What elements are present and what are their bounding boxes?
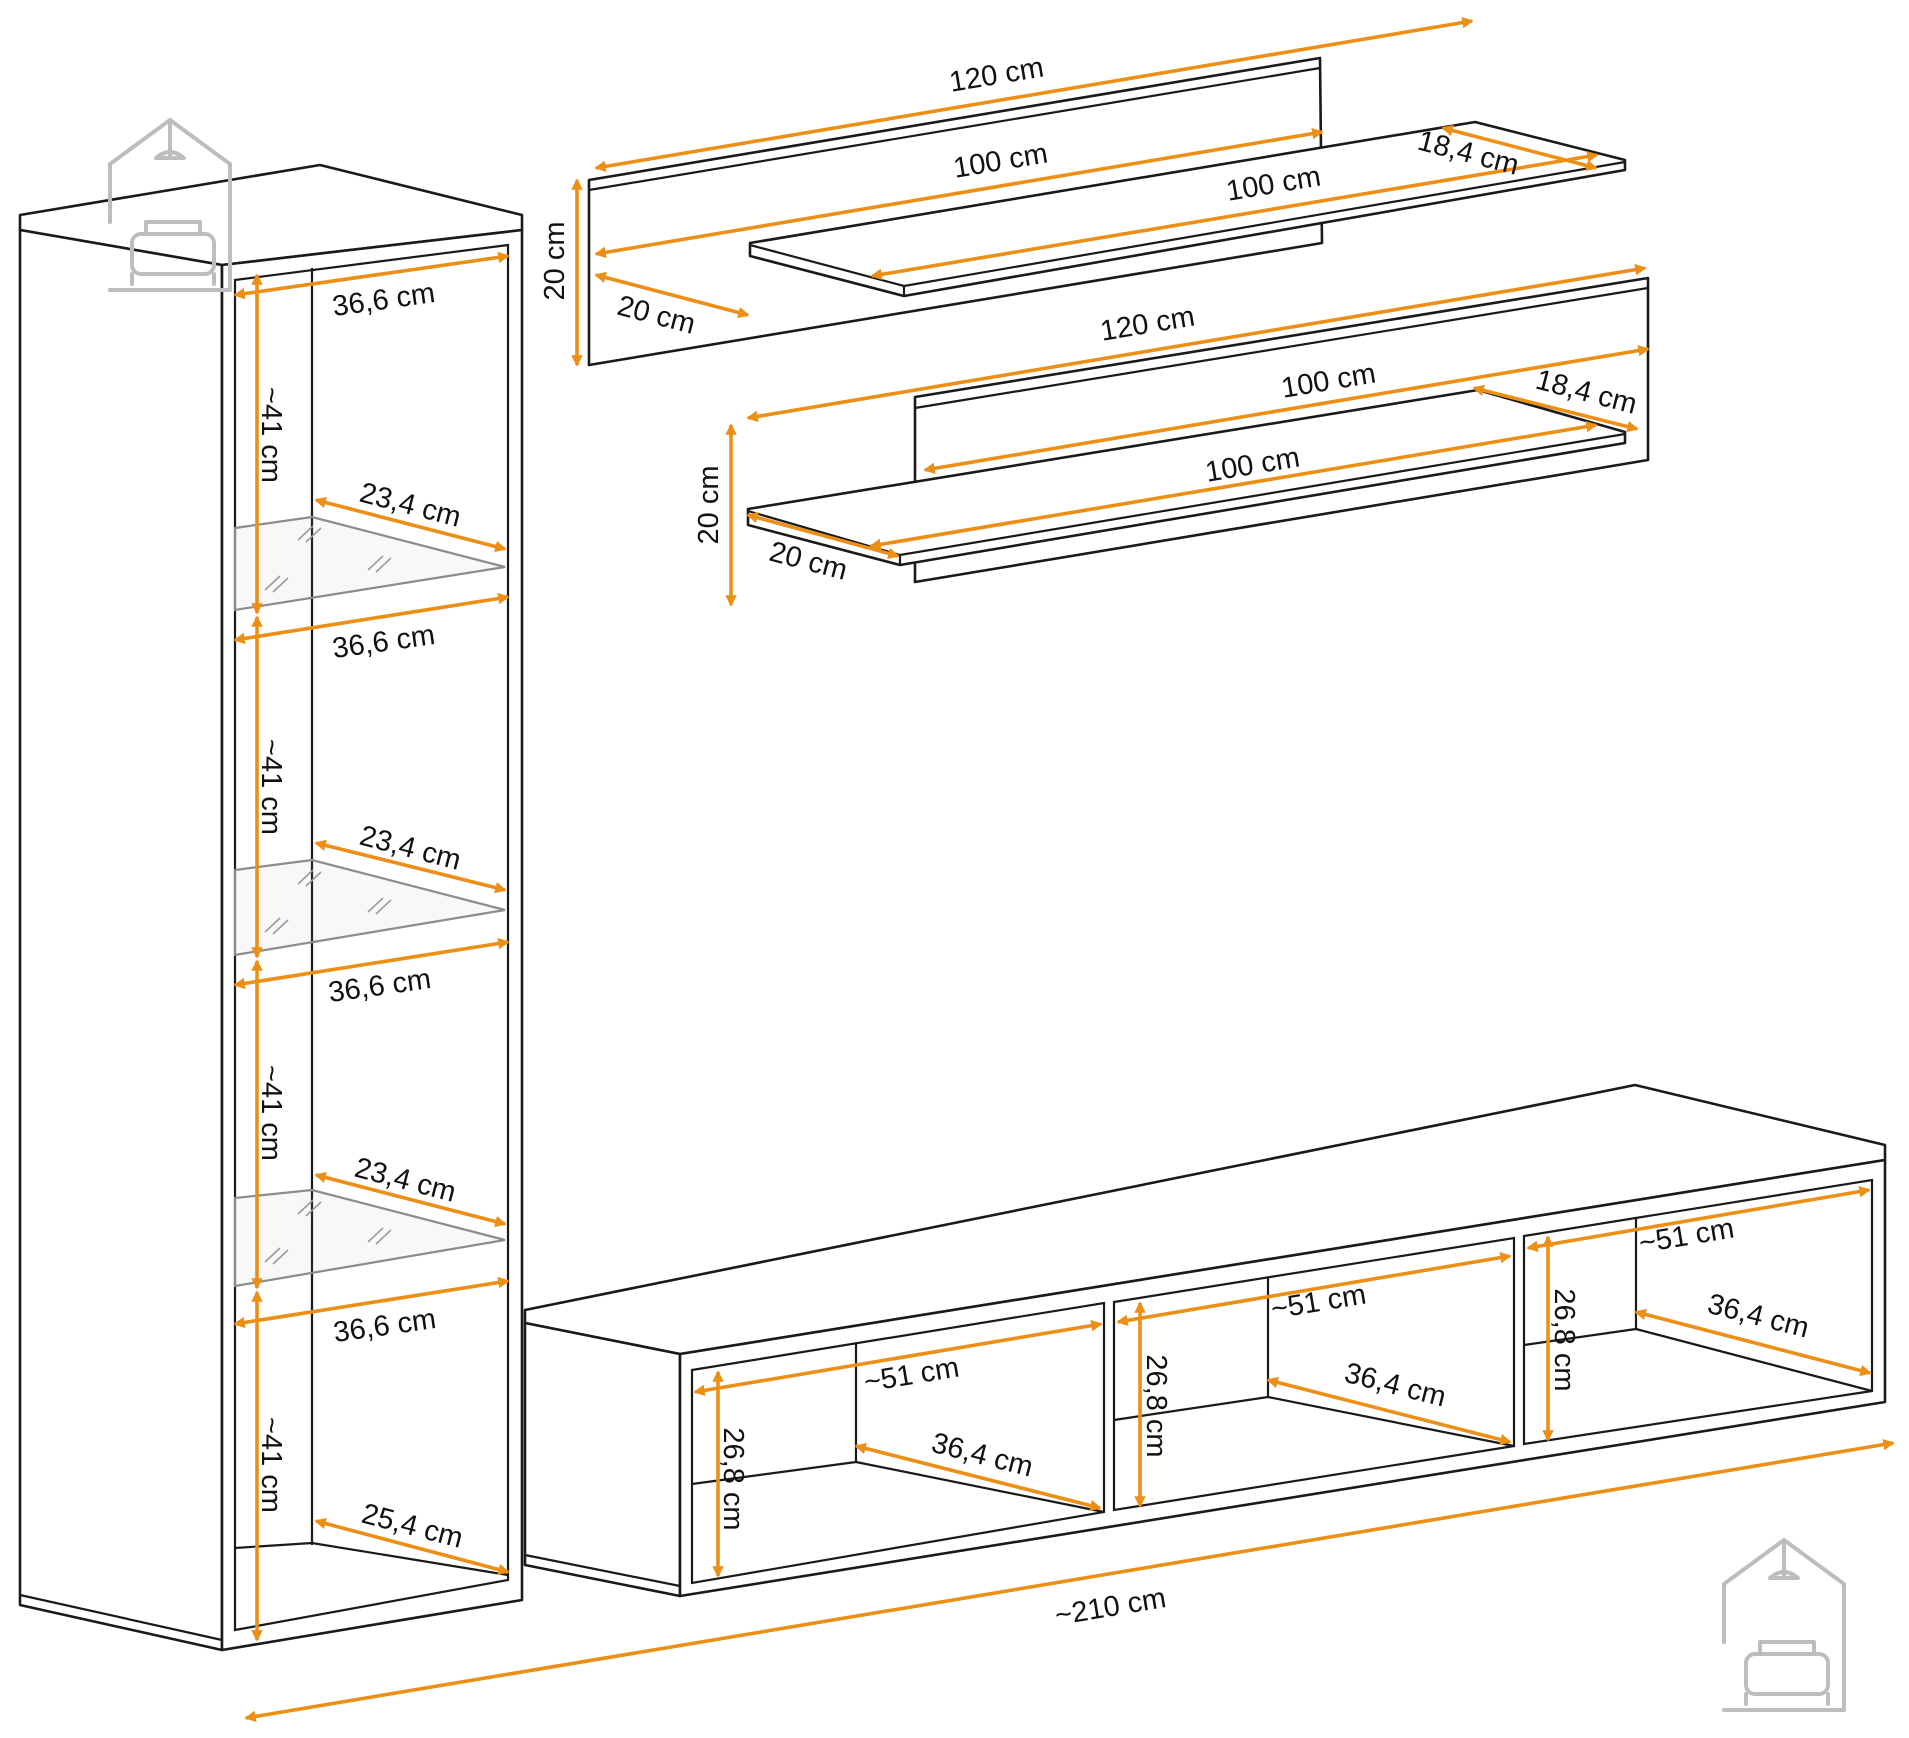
- tower-side-panel: [18, 228, 224, 1652]
- glass-shelf-2: [233, 858, 506, 957]
- label-shelf-top-long-width: 120 cm: [947, 51, 1046, 98]
- label-shelf-top-height: 20 cm: [539, 222, 571, 301]
- label-tower-height-2: ~41 cm: [255, 739, 287, 835]
- wall-shelf-bottom: [746, 276, 1650, 584]
- dimension-labels: 120 cm 100 cm 100 cm 18,4 cm 20 cm 20 cm…: [255, 51, 1812, 1632]
- label-tv-height-3: 26,8 cm: [1548, 1288, 1580, 1391]
- label-tv-height-2: 26,8 cm: [1140, 1354, 1172, 1457]
- label-tower-height-1: ~41 cm: [255, 387, 287, 483]
- label-tower-height-3: ~41 cm: [255, 1065, 287, 1161]
- house-logo-icon: [1722, 1538, 1846, 1712]
- dimension-lines: [233, 16, 1895, 1723]
- tv-side: [523, 1321, 682, 1598]
- label-total-width: ~210 cm: [1053, 1582, 1169, 1632]
- label-shelf-bottom-long-width: 120 cm: [1098, 300, 1197, 347]
- label-shelf-bottom-height: 20 cm: [693, 466, 725, 545]
- label-tv-height-1: 26,8 cm: [717, 1427, 749, 1530]
- label-tower-height-4: ~41 cm: [255, 1417, 287, 1513]
